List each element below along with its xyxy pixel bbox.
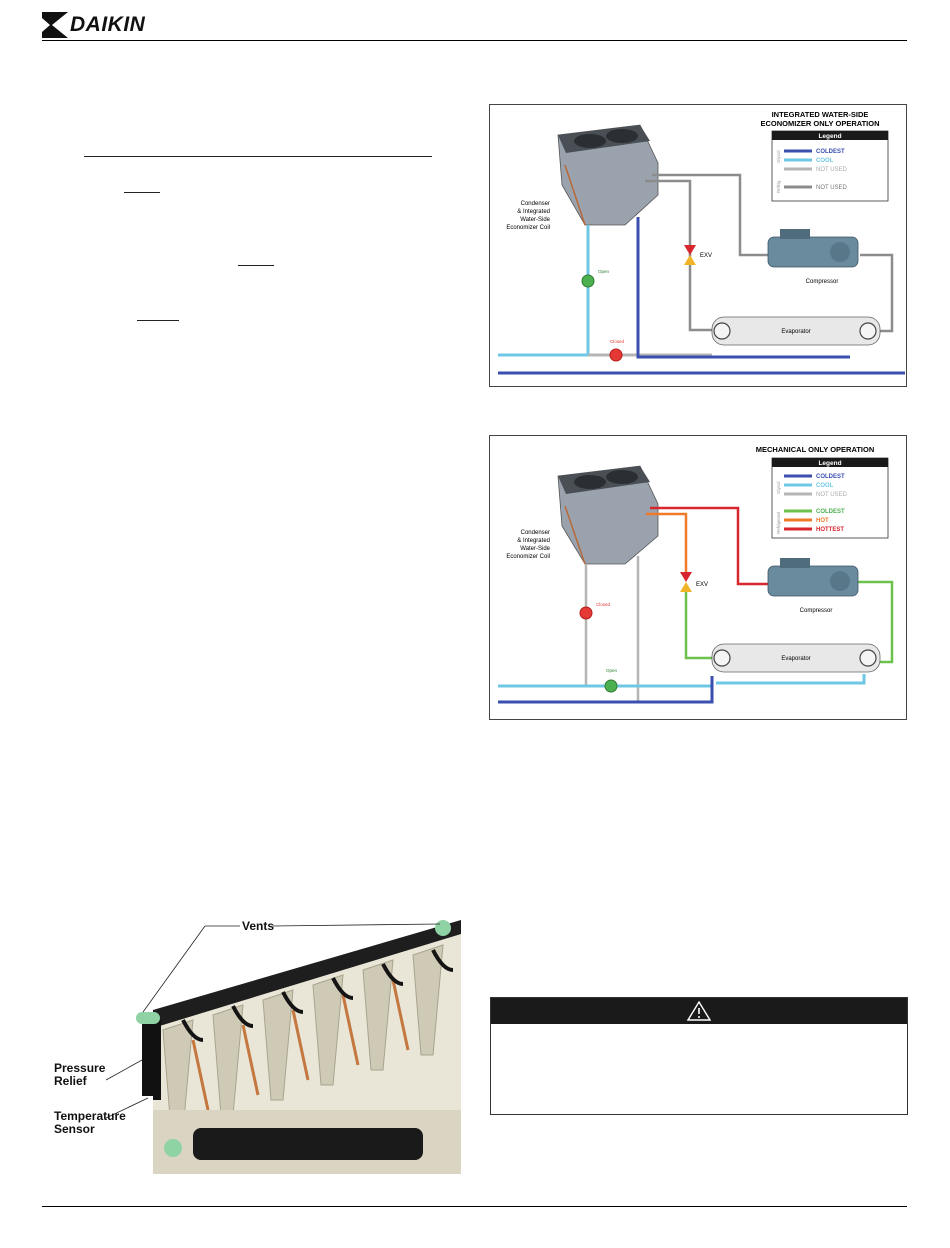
valve-open-icon <box>604 679 618 693</box>
pipe-glycol-cool-out <box>716 674 866 685</box>
pipe-glycol-coldest-return <box>498 676 714 704</box>
condenser-coil-photo <box>151 910 461 1174</box>
pipe-refrig-not-used-b <box>652 173 768 257</box>
label-condenser-line2: & Integrated <box>517 538 550 544</box>
condenser-coil-unit <box>557 465 659 565</box>
callout-temperature-sensor-line1: Temperature <box>54 1109 126 1123</box>
label-condenser-line2: & Integrated <box>517 209 550 215</box>
legend-box <box>771 457 889 539</box>
label-condenser-line4: Economizer Coil <box>506 225 550 231</box>
condenser-coil-photo-svg <box>151 910 461 1174</box>
diagram-title-line2: ECONOMIZER ONLY OPERATION <box>760 119 879 128</box>
label-exv: EXV <box>696 582 708 588</box>
label-compressor: Compressor <box>800 608 833 614</box>
callout-temperature-sensor-line2: Sensor <box>54 1122 95 1136</box>
callout-pressure-relief-line1: Pressure <box>54 1061 106 1075</box>
footer-rule <box>42 1206 907 1207</box>
text-underline <box>238 265 274 266</box>
legend-group-refrig: Refrigerant <box>776 511 781 534</box>
legend-label-cool: COOL <box>816 483 834 489</box>
compressor-icon <box>767 558 859 597</box>
warning-header <box>491 998 907 1024</box>
label-condenser-line1: Condenser <box>521 201 550 207</box>
heading-underline <box>84 156 432 157</box>
valve-open-icon <box>581 274 595 288</box>
warning-triangle-icon <box>687 1001 711 1021</box>
label-evaporator: Evaporator <box>781 329 810 335</box>
label-valve-open: Open <box>606 668 618 673</box>
label-evaporator: Evaporator <box>781 656 810 662</box>
pipe-ref-coldest-suction <box>858 580 894 664</box>
legend-group-glycol: Glycol <box>776 150 781 163</box>
pipe-ref-hot <box>646 512 688 576</box>
pipe-ref-coldest-liquid <box>684 586 712 660</box>
diagram-economizer-only: INTEGRATED WATER-SIDE ECONOMIZER ONLY OP… <box>489 104 907 387</box>
valve-closed-icon <box>609 348 623 362</box>
valve-closed-icon <box>579 606 593 620</box>
exv-valve-icon <box>684 245 696 265</box>
legend-box <box>771 130 889 202</box>
evaporator-icon <box>711 316 881 346</box>
logo-text: DAIKIN <box>70 13 146 36</box>
legend-label-not-used: NOT USED <box>816 492 848 498</box>
legend-header <box>772 131 888 140</box>
legend-label-refrig-not-used: NOT USED <box>816 185 848 191</box>
callout-vents: Vents <box>242 919 275 933</box>
evaporator-icon <box>711 643 881 673</box>
text-underline <box>124 192 160 193</box>
label-compressor: Compressor <box>806 279 839 285</box>
legend-label-ref-coldest: COLDEST <box>816 509 845 515</box>
condenser-coil-unit <box>557 124 659 226</box>
callout-pressure-relief-line2: Relief <box>54 1074 87 1088</box>
label-valve-open: Open <box>598 269 610 274</box>
diagram-mechanical-only: MECHANICAL ONLY OPERATION Legend Glycol … <box>489 435 907 720</box>
diagram-economizer-svg: INTEGRATED WATER-SIDE ECONOMIZER ONLY OP… <box>498 110 905 375</box>
legend-title: Legend <box>818 133 841 140</box>
legend-header <box>772 458 888 467</box>
header-rule <box>42 40 907 41</box>
label-condenser-line1: Condenser <box>521 530 550 536</box>
label-condenser-line4: Economizer Coil <box>506 554 550 560</box>
label-valve-closed: Closed <box>596 602 611 607</box>
text-underline <box>137 320 179 321</box>
legend-label-coldest: COLDEST <box>816 474 845 480</box>
label-exv: EXV <box>700 253 712 259</box>
pressure-relief-pipe <box>142 1014 156 1096</box>
diagram-title: MECHANICAL ONLY OPERATION <box>756 445 874 454</box>
daikin-logo: DAIKIN <box>42 12 182 38</box>
legend-title: Legend <box>818 460 841 467</box>
exv-valve-icon <box>680 572 692 592</box>
pipe-fitting-icon <box>136 1012 160 1024</box>
pipe-glycol-coldest-return <box>636 217 850 359</box>
diagram-mechanical-svg: MECHANICAL ONLY OPERATION Legend Glycol … <box>498 445 894 704</box>
legend-group-refrig: Refrig. <box>776 180 781 193</box>
compressor-icon <box>767 229 859 268</box>
legend-label-hot: HOT <box>816 518 829 524</box>
legend-label-cool: COOL <box>816 158 834 164</box>
legend-label-coldest: COLDEST <box>816 149 845 155</box>
label-condenser-line3: Water-Side <box>520 217 550 223</box>
pipe-refrig-not-used-c <box>860 253 894 333</box>
legend-label-hottest: HOTTEST <box>816 527 844 533</box>
daikin-logo-mark-icon <box>42 12 68 38</box>
label-valve-closed: Closed <box>610 339 625 344</box>
label-condenser-line3: Water-Side <box>520 546 550 552</box>
warning-box <box>490 997 908 1115</box>
pipe-ref-hottest <box>650 506 768 586</box>
diagram-title-line1: INTEGRATED WATER-SIDE <box>772 110 869 119</box>
legend-label-not-used: NOT USED <box>816 167 848 173</box>
legend-group-glycol: Glycol <box>776 481 781 494</box>
